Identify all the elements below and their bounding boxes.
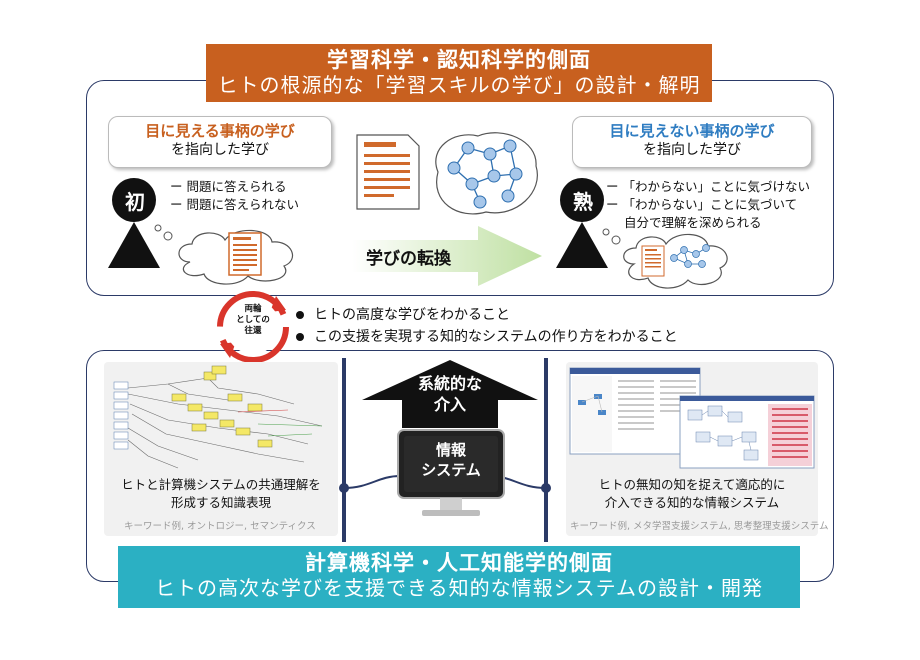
- center-connectors: [339, 358, 551, 542]
- system-screenshot-image: [569, 367, 815, 469]
- right-card-text-1: ヒトの無知の知を捉えて適応的に: [598, 477, 786, 492]
- novice-figure: [108, 178, 160, 268]
- ontology-graph-image: [113, 365, 323, 469]
- cycle-badge-line2: としての: [236, 315, 270, 326]
- dash-mark: ー: [606, 197, 619, 213]
- goal-bullet-2: この支援を実現する知的なシステムの作り方をわかること: [296, 326, 678, 348]
- right-callout: 目に見えない事柄の学び を指向した学び: [572, 116, 812, 168]
- right-card-keywords: キーワード例, メタ学習支援システム, 思考整理支援システム: [570, 521, 829, 532]
- intervention-label-1: 系統的な: [417, 374, 482, 393]
- novice-item-1: 問題に答えられる: [186, 179, 287, 194]
- top-banner-subtitle: ヒトの根源的な「学習スキルの学び」の設計・解明: [217, 73, 701, 98]
- left-callout: 目に見える事柄の学び を指向した学び: [108, 116, 332, 168]
- expert-figure: [556, 178, 608, 268]
- top-banner-title: 学習科学・認知科学的側面: [327, 48, 591, 72]
- expert-badge: 熟: [573, 190, 593, 214]
- info-system-label: 情報 システム: [404, 440, 498, 481]
- monitor-icon: [397, 429, 505, 516]
- transition-label: 学びの転換: [366, 249, 451, 269]
- left-card-text-1: ヒトと計算機システムの共通理解を: [121, 477, 321, 492]
- right-card-text: ヒトの無知の知を捉えて適応的に 介入できる知的な情報システム: [566, 476, 818, 511]
- top-banner: 学習科学・認知科学的側面 ヒトの根源的な「学習スキルの学び」の設計・解明: [206, 44, 712, 102]
- left-callout-rest: を指向した学び: [171, 142, 269, 159]
- goal-bullets: ヒトの高度な学びをわかること この支援を実現する知的なシステムの作り方をわかるこ…: [296, 304, 678, 349]
- expert-list: ー 「わからない」ことに気づけない ー 「わからない」ことに気づいて 自分で理解…: [606, 178, 810, 232]
- bottom-banner-title: 計算機科学・人工知能学的側面: [305, 551, 613, 575]
- left-card-text: ヒトと計算機システムの共通理解を 形成する知識表現: [104, 476, 338, 511]
- right-callout-rest: を指向した学び: [643, 142, 741, 159]
- cycle-arrows-icon: [217, 291, 289, 363]
- intervention-arrow: [362, 360, 538, 428]
- right-callout-highlight: 目に見えない事柄の学び: [609, 122, 775, 140]
- left-callout-highlight: 目に見える事柄の学び: [145, 122, 295, 140]
- transition-arrow: [352, 226, 542, 286]
- goal-bullet-1-text: ヒトの高度な学びをわかること: [314, 307, 510, 323]
- info-system-label-1: 情報: [435, 441, 466, 459]
- left-card-text-2: 形成する知識表現: [170, 494, 271, 510]
- novice-item-2: 問題に答えられない: [186, 197, 300, 213]
- left-card: [104, 362, 338, 536]
- cycle-badge-line3: 往還: [244, 326, 262, 337]
- cycle-badge-text: 両輪 としての 往還: [226, 304, 280, 337]
- expert-item-2: 「わからない」ことに気づいて: [622, 197, 798, 213]
- center-document-icon: [356, 134, 420, 210]
- goal-bullet-1: ヒトの高度な学びをわかること: [296, 304, 678, 326]
- info-system-label-2: システム: [421, 461, 481, 480]
- intervention-label: 系統的な 介入: [402, 374, 498, 416]
- dash-mark: ー: [606, 179, 619, 194]
- dash-mark: ー: [170, 179, 183, 194]
- left-card-keywords: キーワード例, オントロジー, セマンティクス: [124, 521, 316, 532]
- right-card-text-2: 介入できる知的な情報システム: [604, 494, 780, 510]
- novice-list: ー 問題に答えられる ー 問題に答えられない: [170, 178, 299, 214]
- bottom-banner-subtitle: ヒトの高次な学びを支援できる知的な情報システムの設計・開発: [155, 576, 763, 601]
- dash-mark: ー: [170, 197, 183, 213]
- goal-bullet-2-text: この支援を実現する知的なシステムの作り方をわかること: [314, 329, 678, 346]
- expert-thought-cloud: [602, 228, 728, 289]
- expert-item-1: 「わからない」ことに気づけない: [622, 179, 811, 194]
- knowledge-network-icon: [435, 132, 538, 215]
- cycle-badge-line1: 両輪: [244, 304, 262, 314]
- novice-badge: 初: [125, 190, 145, 214]
- expert-item-3: 自分で理解を深められる: [624, 215, 762, 231]
- bottom-banner: 計算機科学・人工知能学的側面 ヒトの高次な学びを支援できる知的な情報システムの設…: [118, 546, 800, 608]
- intervention-label-2: 介入: [433, 394, 466, 414]
- document-icon: [228, 232, 262, 276]
